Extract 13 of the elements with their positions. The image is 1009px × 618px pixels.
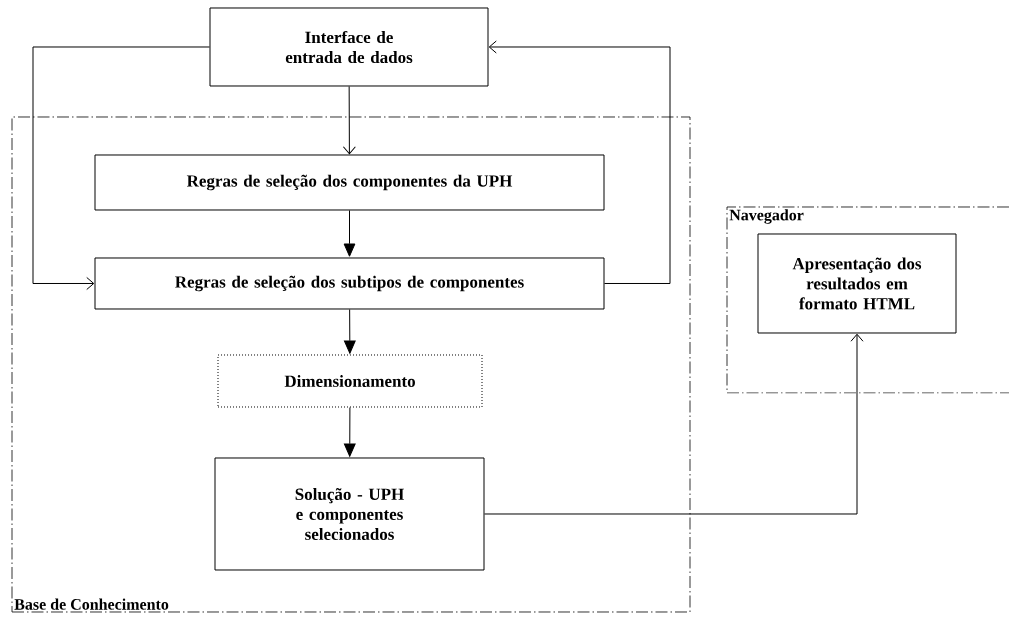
arrow xyxy=(32,46,210,290)
process-box: Apresentação dos resultados em formato HTML xyxy=(757,233,957,334)
arrow xyxy=(343,309,356,354)
process-box: Dimensionamento xyxy=(217,354,483,408)
arrow xyxy=(343,210,356,257)
arrow xyxy=(484,333,864,515)
arrow xyxy=(488,40,671,284)
arrow xyxy=(343,407,356,457)
process-box: Interface de entrada de dados xyxy=(209,7,489,87)
process-box: Solução - UPH e componentes selecionados xyxy=(214,457,485,571)
process-box: Regras de seleção dos subtipos de componentes xyxy=(94,257,605,310)
process-box: Regras de seleção dos componentes da UPH xyxy=(94,154,605,211)
arrow xyxy=(342,86,356,155)
